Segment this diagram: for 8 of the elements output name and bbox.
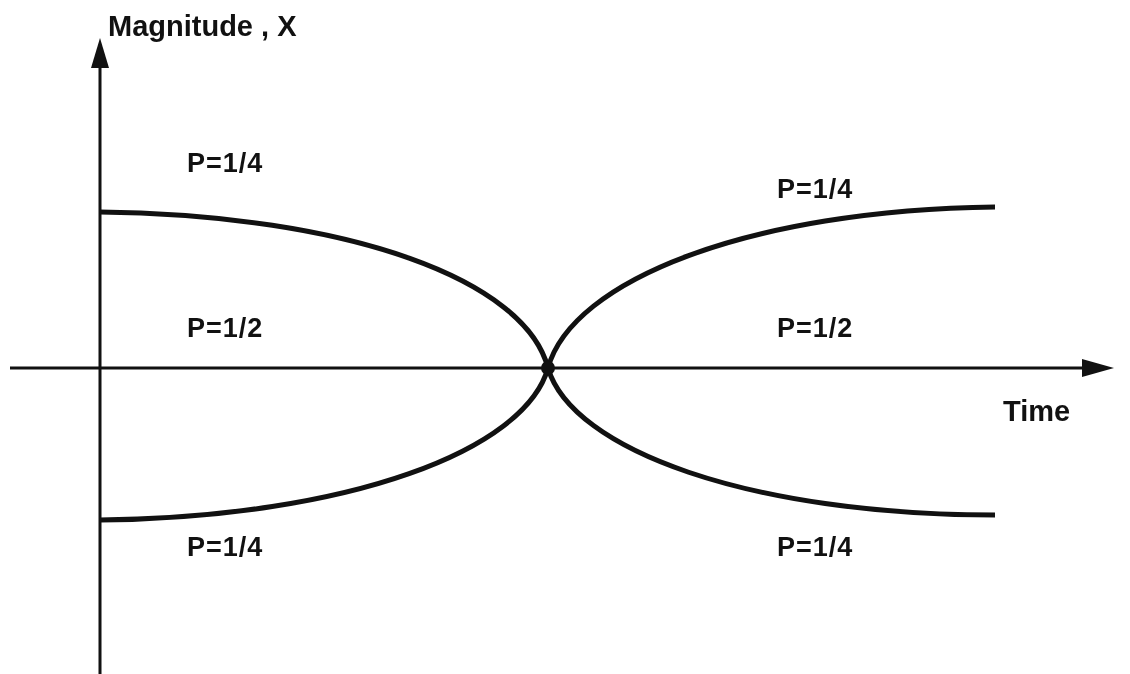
probability-label: P=1/2: [777, 315, 854, 342]
probability-label: P=1/4: [777, 176, 854, 203]
probability-label: P=1/4: [187, 534, 264, 561]
probability-label: P=1/4: [187, 150, 264, 177]
axis-title: Magnitude , X: [108, 12, 297, 41]
probability-label: P=1/4: [777, 534, 854, 561]
axis-title: Time: [1003, 397, 1071, 426]
probability-label: P=1/2: [187, 315, 264, 342]
